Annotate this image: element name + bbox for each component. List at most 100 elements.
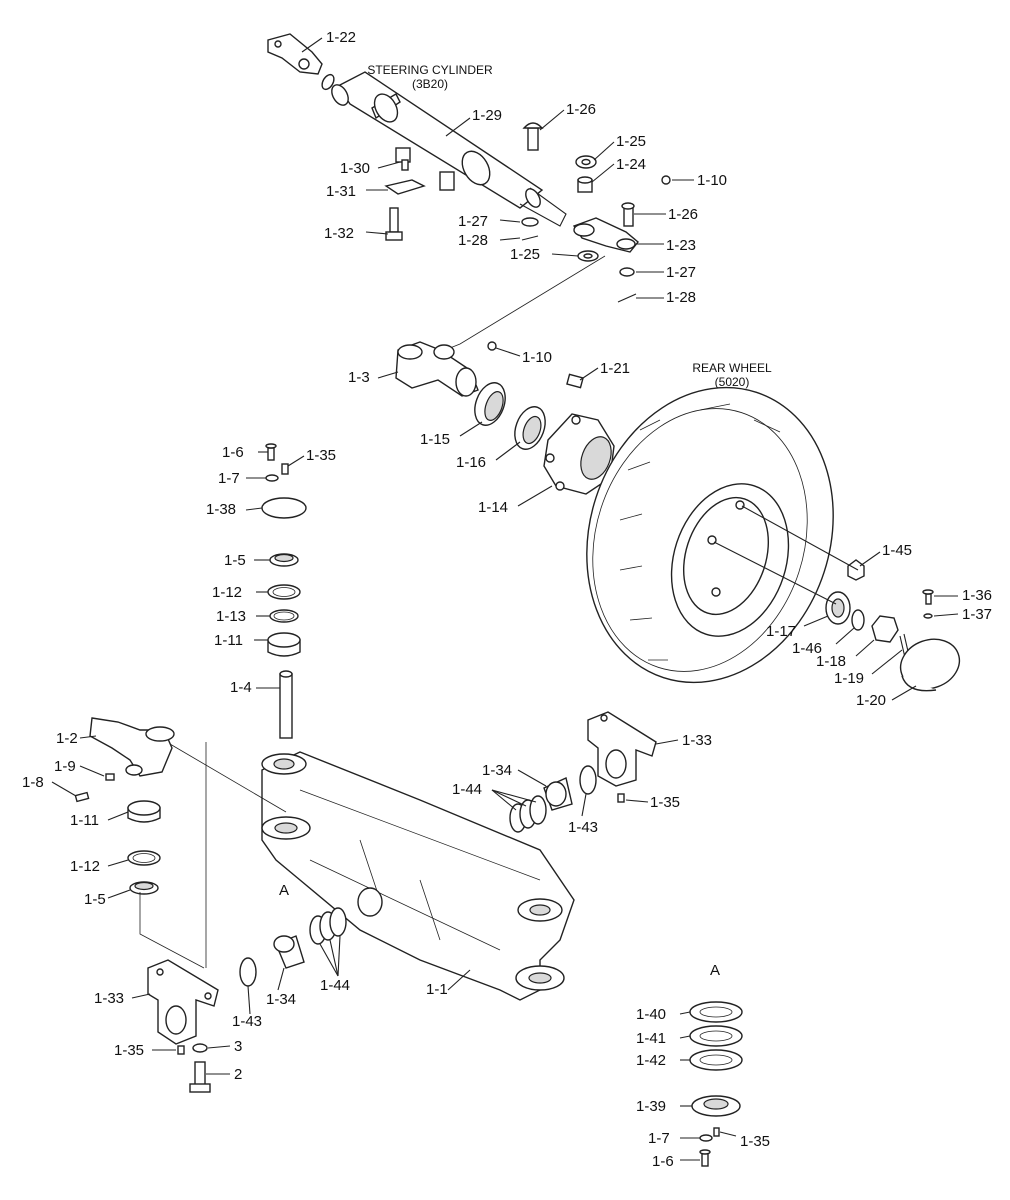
seal-1-5-top-inner [274,553,294,563]
cylinder-end-left [331,84,349,106]
shim-1-41-inner [699,1030,733,1042]
view-a-title: A [710,962,720,979]
label-1-7-bottom: 1-7 [648,1130,670,1147]
label-1-20: 1-20 [856,692,886,709]
wheel-stud-hole-3 [711,587,721,597]
support-bracket-1-33-right [587,711,657,787]
label-2: 2 [234,1066,242,1083]
label-1-16: 1-16 [456,454,486,471]
washer-1-37 [923,613,933,619]
bearing-1-16-inner [522,415,542,445]
label-1-15: 1-15 [420,431,450,448]
bolt-2-head [189,1083,211,1093]
label-1-30: 1-30 [340,160,370,177]
tie-rod-end-1-22 [267,33,323,75]
label-1-26: 1-26 [566,101,596,118]
washer-1-27-left [521,217,539,227]
support-left-hole-2 [204,992,212,1000]
label-1-27-right: 1-27 [666,264,696,281]
view-a-stack [689,1001,743,1167]
hub-stud-hole-2 [545,453,555,463]
bolt-1-6-top-head [265,443,277,449]
label-1-6-top: 1-6 [222,444,244,461]
label-1-42: 1-42 [636,1052,666,1069]
label-1-21: 1-21 [600,360,630,377]
axle-beam-body [261,751,575,1001]
hub-cap-1-20-rim [901,675,937,692]
axle-pivot-boss [357,887,383,917]
label-1-17: 1-17 [766,623,796,640]
washer-1-25-top-hole [581,158,591,166]
label-1-29: 1-29 [472,107,502,124]
kingpin-stack-top [261,443,307,739]
label-1-5-top: 1-5 [224,552,246,569]
washer-3 [192,1043,208,1053]
knuckle-top-eye [397,344,423,360]
label-1-33-right: 1-33 [682,732,712,749]
label-1-38: 1-38 [206,501,236,518]
label-3: 3 [234,1038,242,1055]
shim-1-12-top-inner [272,587,296,597]
oil-seal-1-15-inner [484,391,504,421]
caption-steering-cylinder-code: (3B20) [412,77,448,91]
link-1-23-eye-right [616,238,636,250]
screw-1-36-head [922,589,934,595]
axle-beam-1-1 [261,751,575,1001]
nut-1-9 [105,773,115,781]
shim-1-42-inner [699,1054,733,1066]
cover-1-40-inner [699,1006,733,1018]
cylinder-collar-right-face [461,150,491,186]
label-1-12-lower: 1-12 [70,858,100,875]
label-1-4: 1-4 [230,679,252,696]
shim-1-41 [689,1025,743,1047]
label-1-10-knuckle: 1-10 [522,349,552,366]
axle-right-lower-boss-bore [528,972,552,984]
label-1-25: 1-25 [616,133,646,150]
label-1-28: 1-28 [458,232,488,249]
castle-nut-1-18 [871,615,899,643]
label-1-36: 1-36 [962,587,992,604]
kingpin-1-4 [279,673,293,739]
label-1-7-top: 1-7 [218,470,240,487]
label-1-40: 1-40 [636,1006,666,1023]
support-right-bore [605,749,627,779]
kingpin-1-4-top [279,670,293,678]
axle-upper-boss-bore [273,758,295,770]
steering-cylinder-group [267,33,671,303]
cylinder-clamp-right [439,171,455,191]
hub-stud-hole-1 [571,415,581,425]
bushing-1-11-lower-face [127,800,161,816]
assembly-link-line [449,255,606,349]
label-1-41: 1-41 [636,1030,666,1047]
ring-1-13-inner [273,611,295,621]
label-1-10: 1-10 [697,172,727,189]
pin-1-26-top-head [522,122,544,129]
pin-1-26-right-head [621,202,635,210]
tie-rod-hole [274,40,282,48]
label-1-5-lower: 1-5 [84,891,106,908]
grease-nipple-1-35-top [281,463,289,475]
label-1-25-bottom: 1-25 [510,246,540,263]
wheel-disc [682,496,770,616]
washer-1-7-bottom [699,1134,713,1142]
label-1-32: 1-32 [324,225,354,242]
knuckle-left-group [74,717,175,895]
support-bracket-1-33-left [147,959,219,1045]
align-line-3 [139,892,205,969]
label-1-34-right: 1-34 [482,762,512,779]
label-1-35-bottom: 1-35 [740,1133,770,1150]
label-1-43-right: 1-43 [568,819,598,836]
caption-rear-wheel-code: (5020) [715,375,750,389]
bearing-1-17-inner [831,598,845,618]
shim-1-44-left-3 [329,907,347,937]
support-left-hole-1 [156,968,164,976]
clamp-bolt [401,159,409,171]
knuckle-1-2-lower-eye [125,764,143,776]
bolt-1-32 [389,207,399,233]
bushing-1-34-right-face [545,781,567,807]
cap-1-39-center [703,1098,729,1110]
bushing-1-11-top-face [267,632,301,648]
knuckle-hub-group [395,341,615,495]
label-1-13: 1-13 [216,608,246,625]
